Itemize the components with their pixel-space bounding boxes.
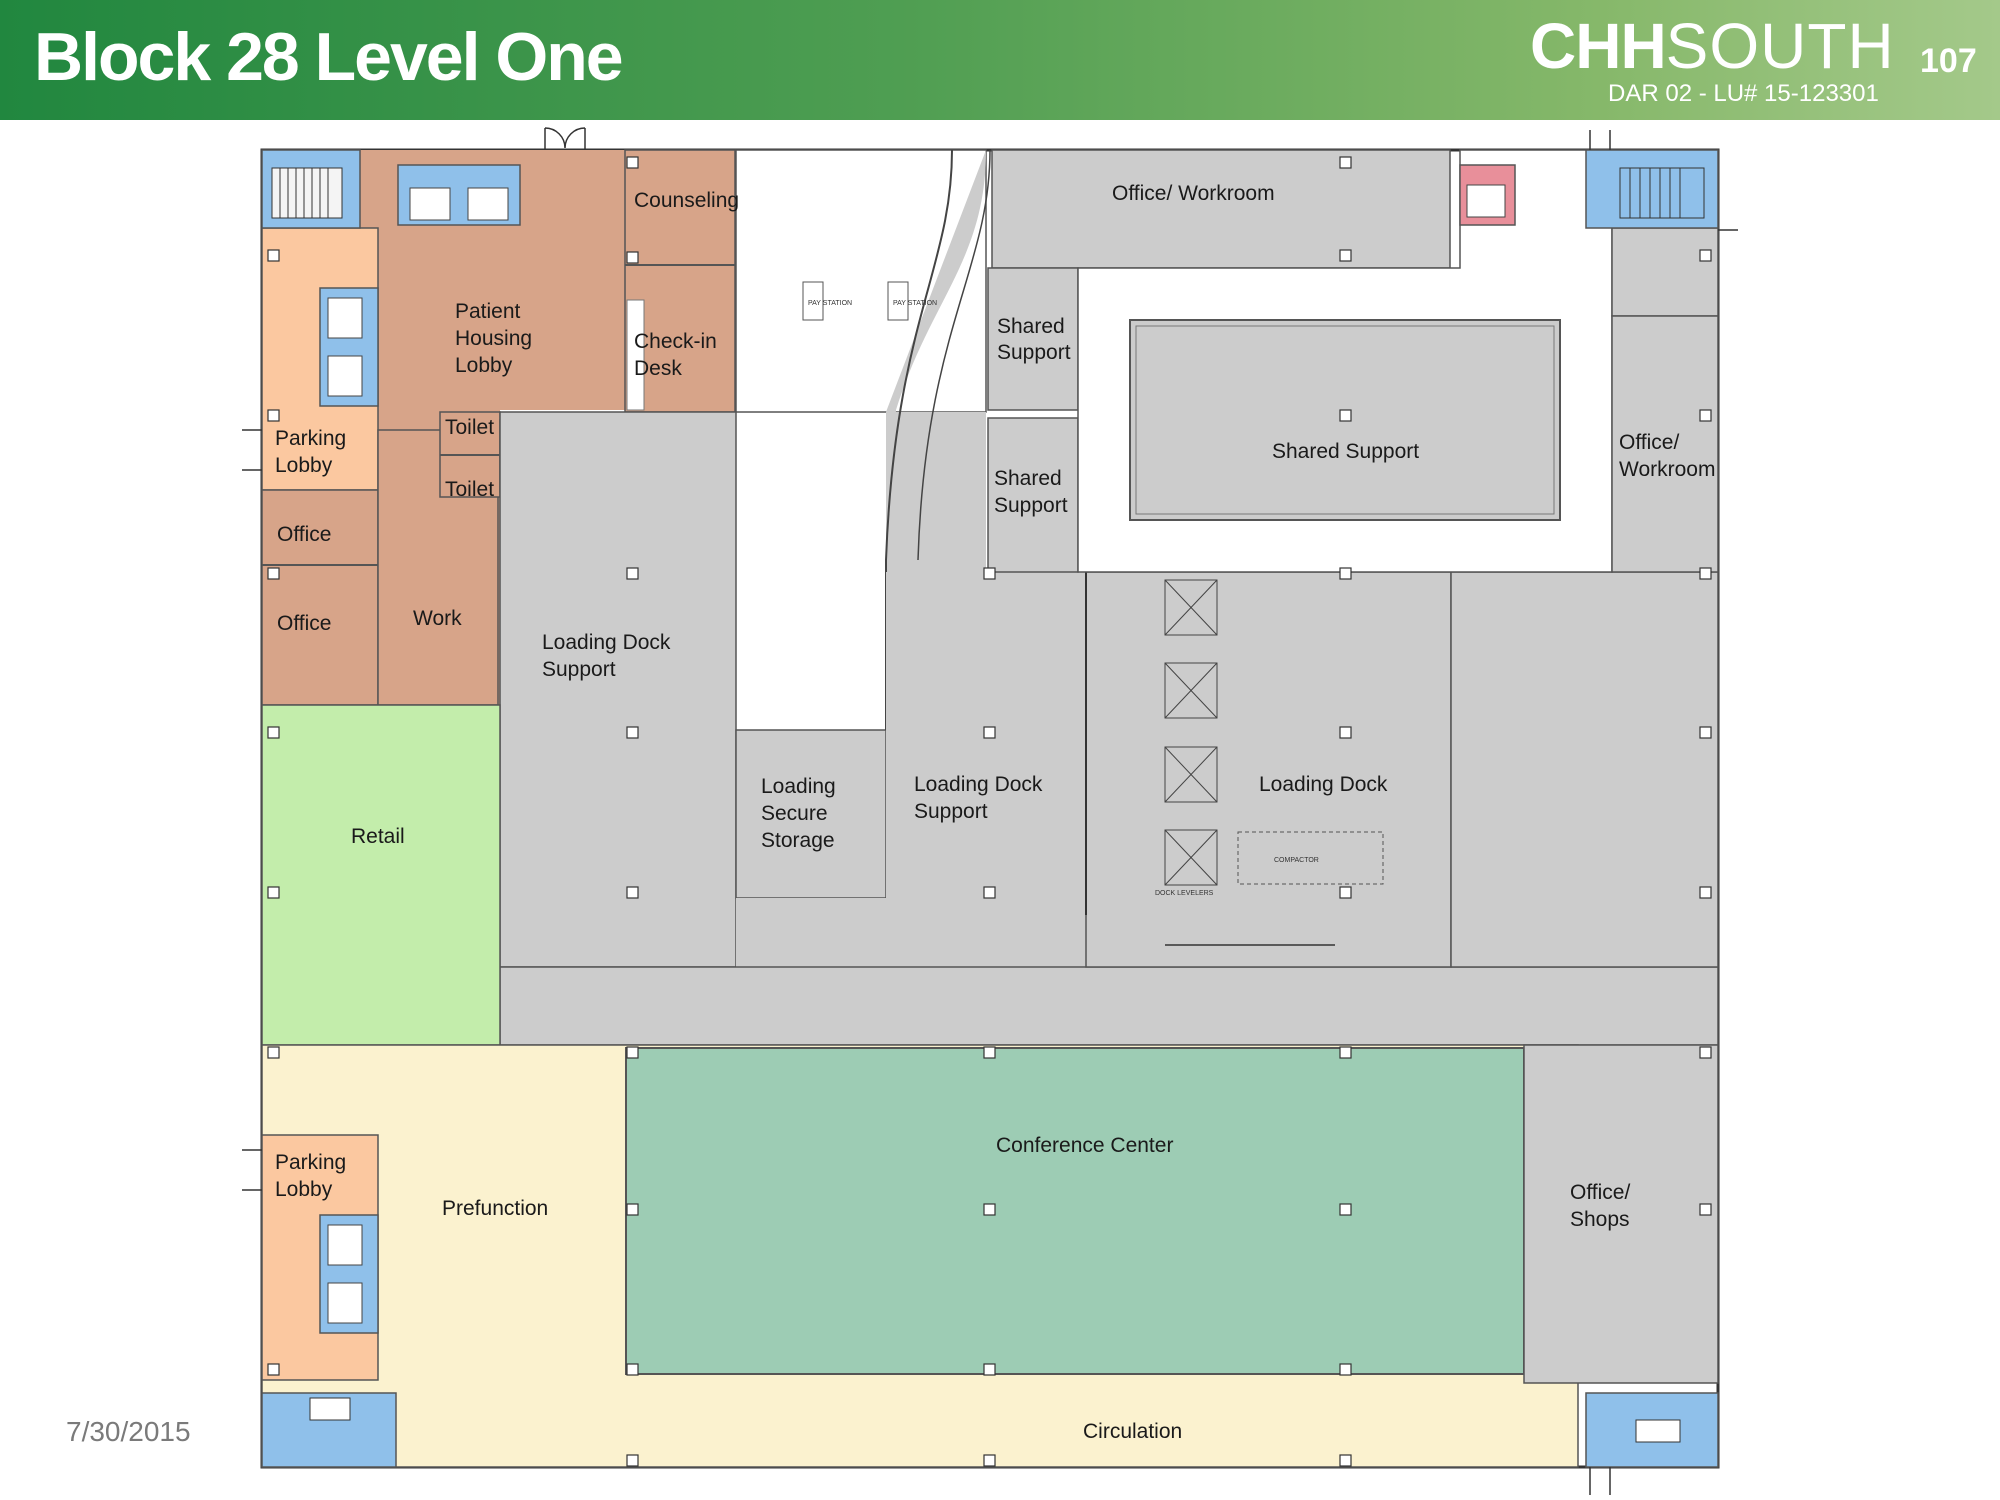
label-shared-support-main: Shared Support — [1272, 440, 1419, 463]
checkin-desk-counter — [626, 299, 645, 411]
elevator-car-b — [467, 187, 509, 221]
office-block — [261, 489, 379, 706]
label-pay-station-1: PAY STATION — [808, 300, 852, 307]
label-toilet-1: Toilet — [445, 416, 494, 439]
east-closet — [1611, 227, 1719, 317]
shared-support-2[interactable] — [987, 417, 1079, 573]
label-counseling: Counseling — [634, 189, 739, 212]
label-parking-lobby-south-1: Parking — [275, 1151, 346, 1174]
loading-secure-storage[interactable] — [735, 729, 887, 899]
label-loading-dock-support-west-2: Support — [542, 658, 616, 681]
retail[interactable] — [261, 704, 501, 1046]
mid-gray — [886, 572, 1086, 972]
document-reference: DAR 02 - LU# 15-123301 — [1608, 80, 1879, 107]
label-office-shops-2: Shops — [1570, 1208, 1630, 1231]
label-office-2: Office — [277, 612, 331, 635]
stair-southeast-treads — [1635, 1419, 1681, 1443]
label-loading-secure-storage-3: Storage — [761, 829, 835, 852]
label-loading-dock: Loading Dock — [1259, 773, 1388, 796]
page-number: 107 — [1920, 42, 1977, 80]
label-checkin-2: Desk — [634, 357, 682, 380]
loading-dock[interactable] — [1085, 571, 1452, 968]
shared-support-main-inner — [1135, 325, 1555, 515]
brand-logo-thin: SOUTH — [1665, 10, 1895, 82]
stair-northeast[interactable] — [1585, 149, 1719, 229]
label-patient-lobby-1: Patient — [455, 300, 521, 323]
label-checkin-1: Check-in — [634, 330, 717, 353]
elevator-car-a — [409, 187, 451, 221]
plan-date: 7/30/2015 — [66, 1416, 191, 1447]
header-banner: Block 28 Level One CHHSOUTH 107 DAR 02 -… — [0, 0, 2000, 120]
label-loading-dock-support-mid-2: Support — [914, 800, 988, 823]
label-office-workroom-east-1: Office/ — [1619, 431, 1679, 454]
label-circulation: Circulation — [1083, 1420, 1182, 1443]
label-office-1: Office — [277, 523, 331, 546]
label-compactor: COMPACTOR — [1274, 857, 1319, 864]
page-title: Block 28 Level One — [34, 19, 624, 95]
label-office-workroom-east-2: Workroom — [1619, 458, 1715, 481]
elevator-car-d — [327, 355, 363, 397]
exterior-doors — [242, 127, 1738, 1495]
elevator-car-h — [327, 1224, 363, 1266]
ramp-curve-inner — [917, 149, 991, 561]
label-shared-support-1b: Support — [997, 341, 1071, 364]
label-loading-secure-storage-1: Loading — [761, 775, 836, 798]
brand-logo-bold: CHH — [1530, 10, 1667, 82]
pay-station-2[interactable] — [887, 281, 909, 321]
label-work: Work — [413, 607, 462, 630]
label-parking-lobby-south-2: Lobby — [275, 1178, 333, 1201]
office-workroom-top[interactable] — [991, 149, 1451, 269]
label-loading-dock-support-west-1: Loading Dock — [542, 631, 671, 654]
stair-northwest-treads — [271, 167, 343, 219]
elevator-car-c — [327, 297, 363, 339]
label-shared-support-1a: Shared — [997, 315, 1065, 338]
label-patient-lobby-2: Housing — [455, 327, 532, 350]
label-shared-support-2a: Shared — [994, 467, 1062, 490]
label-shared-support-2b: Support — [994, 494, 1068, 517]
label-conference-center: Conference Center — [996, 1134, 1173, 1157]
label-parking-lobby-north-1: Parking — [275, 427, 346, 450]
elevator-car-i — [327, 1282, 363, 1324]
stair-southwest-treads — [309, 1397, 351, 1421]
conference-center[interactable] — [625, 1047, 1525, 1375]
shared-support-1[interactable] — [987, 267, 1079, 411]
label-prefunction: Prefunction — [442, 1197, 548, 1220]
label-office-workroom-top: Office/ Workroom — [1112, 182, 1275, 205]
label-office-shops-1: Office/ — [1570, 1181, 1630, 1204]
label-toilet-2: Toilet — [445, 478, 494, 501]
label-pay-station-2: PAY STATION — [893, 300, 937, 307]
label-patient-lobby-3: Lobby — [455, 354, 513, 377]
brand-logo: CHHSOUTH — [1530, 14, 1895, 78]
service-corridor — [499, 966, 1719, 1046]
office-shops[interactable] — [1523, 1044, 1719, 1384]
label-dock-levelers: DOCK LEVELERS — [1155, 890, 1214, 897]
dock-levelers — [1164, 579, 1218, 886]
office-workroom-east[interactable] — [1611, 315, 1719, 573]
ramp-curve — [885, 149, 953, 730]
stair-northeast-treads — [1619, 167, 1705, 219]
label-loading-secure-storage-2: Secure — [761, 802, 828, 825]
stair-southeast[interactable] — [1585, 1392, 1719, 1468]
label-retail: Retail — [351, 825, 405, 848]
pay-station-1[interactable] — [802, 281, 824, 321]
structural-columns — [267, 156, 1712, 1467]
loading-dock-support-west[interactable] — [499, 411, 737, 968]
label-loading-dock-support-mid-1: Loading Dock — [914, 773, 1043, 796]
dock-east-bay — [1450, 571, 1719, 968]
label-parking-lobby-north-2: Lobby — [275, 454, 333, 477]
ramp-fill — [886, 150, 986, 898]
compactor — [1237, 831, 1384, 885]
elevator-car-g — [1466, 184, 1506, 218]
